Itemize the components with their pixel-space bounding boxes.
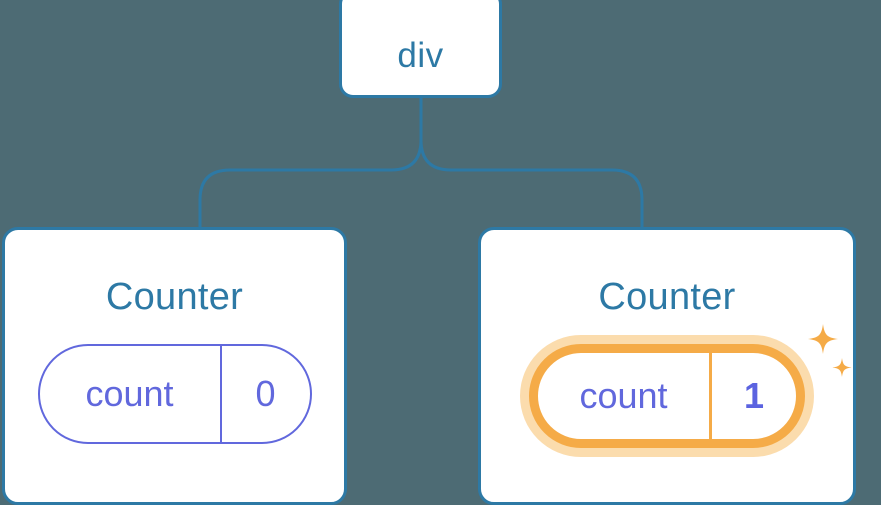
state-value-right: 1: [743, 375, 765, 416]
sparkle-icon: [808, 324, 838, 354]
node-counter-right-title: Counter: [598, 276, 736, 318]
node-div-label: div: [397, 36, 444, 75]
sparkle-small-icon: [832, 358, 852, 377]
connector-left: [198, 98, 423, 227]
state-pill-right[interactable]: count 1: [529, 344, 805, 448]
state-key-right: count: [538, 353, 712, 439]
node-div[interactable]: div: [339, 0, 502, 98]
connector-right: [419, 98, 644, 227]
node-counter-left-title: Counter: [105, 276, 244, 318]
node-counter-left[interactable]: Counter count 0: [2, 227, 347, 505]
state-pill-left[interactable]: count 0: [37, 344, 312, 444]
sparkles-group: [808, 324, 852, 377]
state-key-left: count: [40, 346, 222, 442]
state-badge-right: count 1: [520, 324, 852, 457]
state-value-left: 0: [255, 373, 276, 414]
state-badge-left: count 0: [37, 344, 312, 444]
node-counter-right[interactable]: Counter count 1: [478, 227, 856, 505]
